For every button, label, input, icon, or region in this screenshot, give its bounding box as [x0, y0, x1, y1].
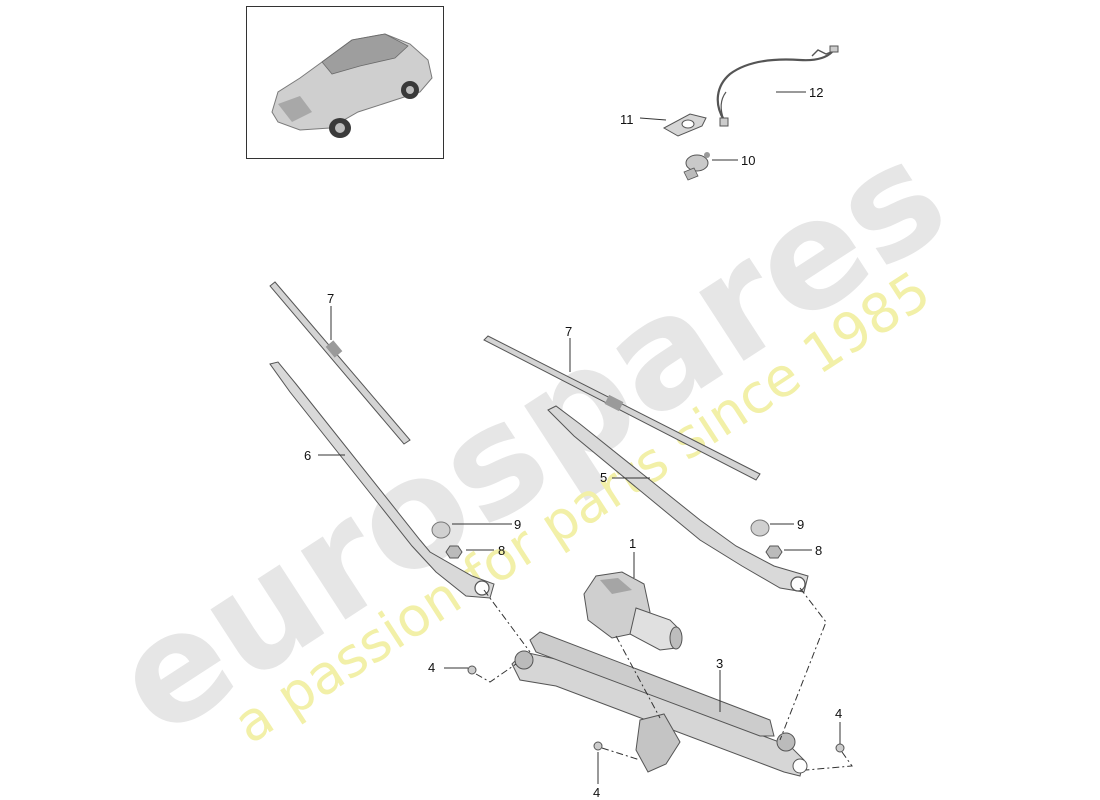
car-suv-icon — [271, 33, 433, 138]
callout-1: 1 — [629, 536, 636, 551]
part-1-wiper-motor — [583, 571, 683, 651]
callout-4-bottom: 4 — [593, 785, 600, 800]
callout-8-right: 8 — [815, 543, 822, 558]
vehicle-thumbnail — [246, 6, 444, 159]
callout-3: 3 — [716, 656, 723, 671]
callout-9-left: 9 — [514, 517, 521, 532]
callout-8-left: 8 — [498, 543, 505, 558]
part-7-right-blade — [483, 335, 761, 481]
part-4-screw-right — [835, 743, 845, 753]
part-9-cap-left — [431, 521, 451, 539]
callout-7-right: 7 — [565, 324, 572, 339]
leader-lines — [318, 91, 841, 784]
callout-5: 5 — [600, 470, 607, 485]
callout-4-right: 4 — [835, 706, 842, 721]
part-8-nut-right — [765, 545, 783, 559]
callout-7-left: 7 — [327, 291, 334, 306]
part-3-wiper-linkage — [511, 631, 808, 777]
part-11-clip — [662, 113, 707, 137]
part-4-screw-left — [467, 665, 477, 675]
part-4-screw-bottom — [593, 741, 603, 751]
callout-4-left: 4 — [428, 660, 435, 675]
callout-6: 6 — [304, 448, 311, 463]
callouts: 1 3 4 4 4 5 6 7 7 8 8 9 9 10 11 12 — [304, 85, 842, 800]
callout-12: 12 — [809, 85, 823, 100]
part-9-cap-right — [750, 519, 770, 537]
assembly-guides — [475, 587, 853, 771]
part-5-right-arm — [547, 405, 809, 593]
callout-11: 11 — [620, 112, 634, 127]
callout-9-right: 9 — [797, 517, 804, 532]
part-8-nut-left — [445, 545, 463, 559]
callout-10: 10 — [741, 153, 755, 168]
part-12-hose — [716, 45, 839, 127]
part-7-left-blade — [269, 281, 411, 445]
part-10-nozzle — [683, 152, 710, 181]
